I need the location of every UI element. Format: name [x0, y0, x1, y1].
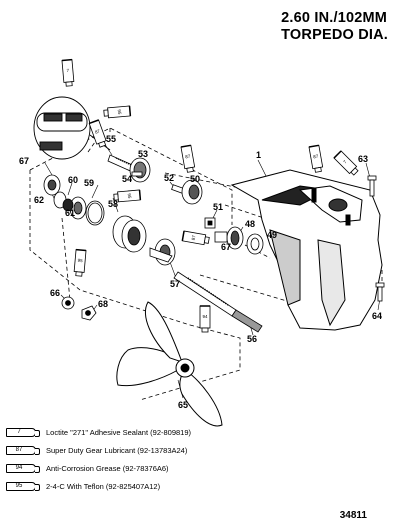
- gear-53: [129, 157, 151, 183]
- part-label-64: 64: [372, 311, 382, 321]
- driveshaft-56: [173, 271, 263, 333]
- document-number: 34811: [339, 510, 367, 521]
- part-label-52: 52: [164, 173, 174, 183]
- part-label-53: 53: [138, 149, 148, 159]
- part-label-49: 49: [267, 230, 277, 240]
- tube-icon-6: 87: [308, 144, 325, 174]
- part-label-48: 48: [245, 219, 255, 229]
- tube-icon-1: 7: [61, 58, 75, 88]
- svg-text:95: 95: [77, 258, 83, 263]
- svg-text:87: 87: [313, 154, 319, 160]
- tube-icon-9: 95: [73, 248, 87, 278]
- pin-54: [131, 171, 143, 177]
- bearing-51: [204, 217, 216, 229]
- legend-row-loctite: 7 Loctite "271" Adhesive Sealant (92-809…: [6, 426, 191, 439]
- legend-text: Anti-Corrosion Grease (92-78376A6): [46, 464, 169, 473]
- title-line-1: 2.60 IN./102MM: [281, 10, 388, 26]
- title-line-2: TORPEDO DIA.: [281, 27, 388, 43]
- tube-icon-10: 94: [199, 305, 211, 333]
- part-label-67b: 67: [221, 242, 231, 252]
- tube-icon-4: 87: [180, 144, 197, 174]
- svg-text:87: 87: [185, 154, 191, 160]
- gear-assembly-58: [112, 215, 147, 253]
- part-label-51: 51: [213, 202, 223, 212]
- part-label-68: 68: [98, 299, 108, 309]
- part-label-67a: 67: [19, 156, 29, 166]
- tube-icon: 94: [6, 464, 40, 473]
- bearing-60-59: [69, 196, 105, 226]
- washer-66: [61, 296, 75, 310]
- tube-icon: 87: [6, 446, 40, 455]
- legend-text: Super Duty Gear Lubricant (92-13783A24): [46, 446, 188, 455]
- detail-magnifier: [33, 96, 111, 160]
- legend-row-teflon: 95 2-4-C With Teflon (92-825407A12): [6, 480, 160, 493]
- gear-48: [214, 226, 244, 250]
- legend-text: 2-4-C With Teflon (92-825407A12): [46, 482, 161, 491]
- bearing-49: [246, 233, 264, 255]
- legend-text: Loctite "271" Adhesive Sealant (92-80981…: [46, 428, 192, 437]
- propeller-65: [116, 301, 223, 427]
- tube-icon: 95: [6, 482, 40, 491]
- tube-icon-8: 87: [181, 230, 211, 247]
- part-label-62: 62: [34, 195, 44, 205]
- svg-text:87: 87: [191, 234, 197, 240]
- svg-text:94: 94: [202, 314, 208, 319]
- seal-61-62-67: [43, 174, 74, 212]
- nut-68: [81, 305, 97, 321]
- gear-57: [149, 238, 176, 266]
- svg-text:95: 95: [127, 193, 132, 199]
- part-label-63: 63: [358, 154, 368, 164]
- gear-50: [181, 179, 203, 205]
- part-label-55: 55: [106, 134, 116, 144]
- part-label-50: 50: [190, 174, 200, 184]
- tube-icon: 7: [6, 428, 40, 437]
- part-label-57: 57: [170, 279, 180, 289]
- part-labels: 1 48 49 50 51 52 53 54 55 56 57 58 59 60…: [19, 134, 382, 410]
- bolt-63: [367, 175, 377, 197]
- legend-row-grease: 94 Anti-Corrosion Grease (92-78376A6): [6, 462, 169, 475]
- part-label-1: 1: [256, 150, 261, 160]
- part-label-61: 61: [65, 208, 75, 218]
- bolt-64: [375, 282, 385, 302]
- tube-icon-5: 95: [112, 189, 142, 203]
- svg-text:7: 7: [66, 68, 69, 73]
- svg-text:95: 95: [117, 109, 122, 115]
- part-label-66: 66: [50, 288, 60, 298]
- part-label-58: 58: [108, 199, 118, 209]
- part-label-56: 56: [247, 334, 257, 344]
- svg-text:7: 7: [342, 159, 348, 165]
- svg-text:87: 87: [94, 128, 101, 135]
- gearcase-housing: [230, 169, 383, 331]
- part-label-65: 65: [178, 400, 188, 410]
- tube-icon-2: 95: [102, 105, 132, 119]
- tube-icon-3: 87: [88, 119, 109, 149]
- tube-icon-7: 7: [333, 150, 361, 178]
- torpedo-diameter-title: 2.60 IN./102MM TORPEDO DIA.: [281, 10, 388, 44]
- part-label-59: 59: [84, 178, 94, 188]
- part-label-60: 60: [68, 175, 78, 185]
- legend-row-gear-lube: 87 Super Duty Gear Lubricant (92-13783A2…: [6, 444, 187, 457]
- part-label-54: 54: [122, 174, 132, 184]
